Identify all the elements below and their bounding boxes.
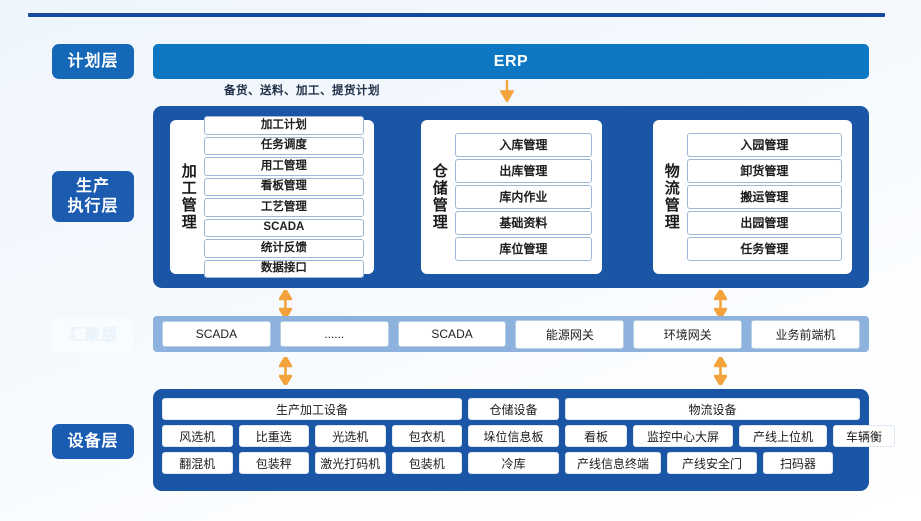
device-item[interactable]: 包装秤: [238, 452, 309, 474]
device-item[interactable]: 产线安全门: [667, 452, 757, 474]
device-layer-container: 生产加工设备 仓储设备 物流设备 风选机 比重选 光选机 包衣机 垛位信息板 看…: [153, 389, 895, 491]
module-item[interactable]: 工艺管理: [203, 198, 364, 217]
layer-chip-plan-label: 计划层: [67, 52, 119, 70]
layer-chip-execution-label-1: 生产: [75, 177, 110, 195]
device-item[interactable]: 监控中心大屏: [633, 425, 733, 447]
device-item[interactable]: 包装机: [391, 452, 462, 474]
device-item[interactable]: 产线上位机: [739, 425, 827, 447]
arrow-up-down-icon: [714, 290, 727, 318]
module-item[interactable]: 出库管理: [454, 159, 592, 183]
layer-chip-execution: 生产 执行层: [52, 171, 134, 222]
device-item[interactable]: 扫码器: [763, 452, 833, 474]
device-item[interactable]: 光选机: [315, 425, 386, 447]
layer-chip-device-label: 设备层: [67, 432, 119, 450]
layer-chip-convergence-label: 汇聚层: [67, 326, 119, 344]
arrow-up-down-icon: [279, 290, 292, 318]
device-item[interactable]: 产线信息终端: [565, 452, 661, 474]
device-item[interactable]: 看板: [565, 425, 627, 447]
layer-chip-execution-label-2: 执行层: [67, 197, 119, 215]
module-group-logistics-title: 物流管理: [662, 163, 680, 231]
device-caption-row: 生产加工设备 仓储设备 物流设备: [162, 398, 860, 420]
module-item[interactable]: 库内作业: [454, 185, 592, 209]
module-list-logistics: 入园管理 卸货管理 搬运管理 出园管理 任务管理: [686, 133, 842, 261]
arrow-up-down-icon: [279, 357, 292, 385]
convergence-item[interactable]: 能源网关: [515, 319, 625, 349]
module-item[interactable]: 加工计划: [203, 116, 364, 135]
convergence-item[interactable]: 业务前端机: [751, 319, 860, 349]
module-item[interactable]: 用工管理: [203, 157, 364, 176]
module-item[interactable]: 出园管理: [686, 211, 842, 235]
module-item[interactable]: 搬运管理: [686, 185, 842, 209]
device-subrow-warehouse-1: 垛位信息板: [468, 425, 559, 447]
device-item[interactable]: 风选机: [162, 425, 233, 447]
device-row-2: 翻混机 包装秤 激光打码机 包装机 冷库 产线信息终端 产线安全门 扫码器: [162, 452, 860, 474]
top-divider-rule: [28, 13, 885, 17]
device-item[interactable]: 车辆衡: [833, 425, 895, 447]
convergence-item[interactable]: ......: [279, 321, 389, 347]
erp-bar[interactable]: ERP: [153, 44, 869, 79]
convergence-layer-container: SCADA ...... SCADA 能源网关 环境网关 业务前端机: [153, 316, 869, 352]
module-item[interactable]: 入库管理: [454, 133, 592, 157]
module-list-processing: 加工计划 任务调度 用工管理 看板管理 工艺管理 SCADA 统计反馈 数据接口: [203, 116, 364, 278]
device-subrow-production-1: 风选机 比重选 光选机 包衣机: [162, 425, 462, 447]
device-item[interactable]: 包衣机: [391, 425, 462, 447]
device-group-caption-production: 生产加工设备: [162, 398, 462, 420]
layer-chip-device: 设备层: [52, 424, 134, 459]
convergence-item[interactable]: 环境网关: [633, 319, 743, 349]
device-group-caption-logistics: 物流设备: [565, 398, 860, 420]
module-item[interactable]: 任务调度: [203, 136, 364, 155]
device-subrow-logistics-1: 看板 监控中心大屏 产线上位机 车辆衡: [565, 425, 901, 447]
module-item[interactable]: 任务管理: [686, 237, 842, 261]
module-group-logistics: 物流管理 入园管理 卸货管理 搬运管理 出园管理 任务管理: [653, 120, 852, 274]
module-group-processing: 加工管理 加工计划 任务调度 用工管理 看板管理 工艺管理 SCADA 统计反馈…: [170, 116, 374, 278]
module-item[interactable]: 统计反馈: [203, 239, 364, 258]
device-row-1: 风选机 比重选 光选机 包衣机 垛位信息板 看板 监控中心大屏 产线上位机 车辆…: [162, 425, 895, 447]
device-item[interactable]: 激光打码机: [315, 452, 386, 474]
device-subrow-production-2: 翻混机 包装秤 激光打码机 包装机: [162, 452, 462, 474]
execution-layer-container: 加工管理 加工计划 任务调度 用工管理 看板管理 工艺管理 SCADA 统计反馈…: [153, 106, 869, 288]
device-subrow-logistics-2: 产线信息终端 产线安全门 扫码器: [565, 452, 860, 474]
module-group-warehouse: 仓储管理 入库管理 出库管理 库内作业 基础资料 库位管理: [421, 120, 602, 274]
arrow-up-down-icon: [714, 357, 727, 385]
module-group-warehouse-title: 仓储管理: [430, 163, 448, 231]
module-item[interactable]: 基础资料: [454, 211, 592, 235]
device-row-spacer: [839, 452, 860, 474]
device-group-caption-warehouse: 仓储设备: [468, 398, 559, 420]
layer-chip-convergence: 汇聚层: [52, 318, 134, 353]
convergence-item[interactable]: SCADA: [162, 321, 271, 347]
module-list-warehouse: 入库管理 出库管理 库内作业 基础资料 库位管理: [454, 133, 592, 261]
module-item[interactable]: 看板管理: [203, 177, 364, 196]
device-item[interactable]: 比重选: [238, 425, 309, 447]
device-item[interactable]: 冷库: [468, 452, 559, 474]
module-item[interactable]: 入园管理: [686, 133, 842, 157]
device-subrow-warehouse-2: 冷库: [468, 452, 559, 474]
erp-flow-note: 备货、送料、加工、提货计划: [224, 85, 380, 97]
module-group-processing-title: 加工管理: [179, 163, 197, 231]
arrow-down-icon: [500, 80, 514, 102]
device-item[interactable]: 垛位信息板: [468, 425, 559, 447]
device-item[interactable]: 翻混机: [162, 452, 233, 474]
module-item[interactable]: 库位管理: [454, 237, 592, 261]
erp-label: ERP: [493, 52, 529, 70]
layer-chip-plan: 计划层: [52, 44, 134, 79]
module-item[interactable]: 数据接口: [203, 259, 364, 278]
module-item[interactable]: 卸货管理: [686, 159, 842, 183]
module-item[interactable]: SCADA: [203, 218, 364, 237]
convergence-item[interactable]: SCADA: [397, 321, 507, 347]
